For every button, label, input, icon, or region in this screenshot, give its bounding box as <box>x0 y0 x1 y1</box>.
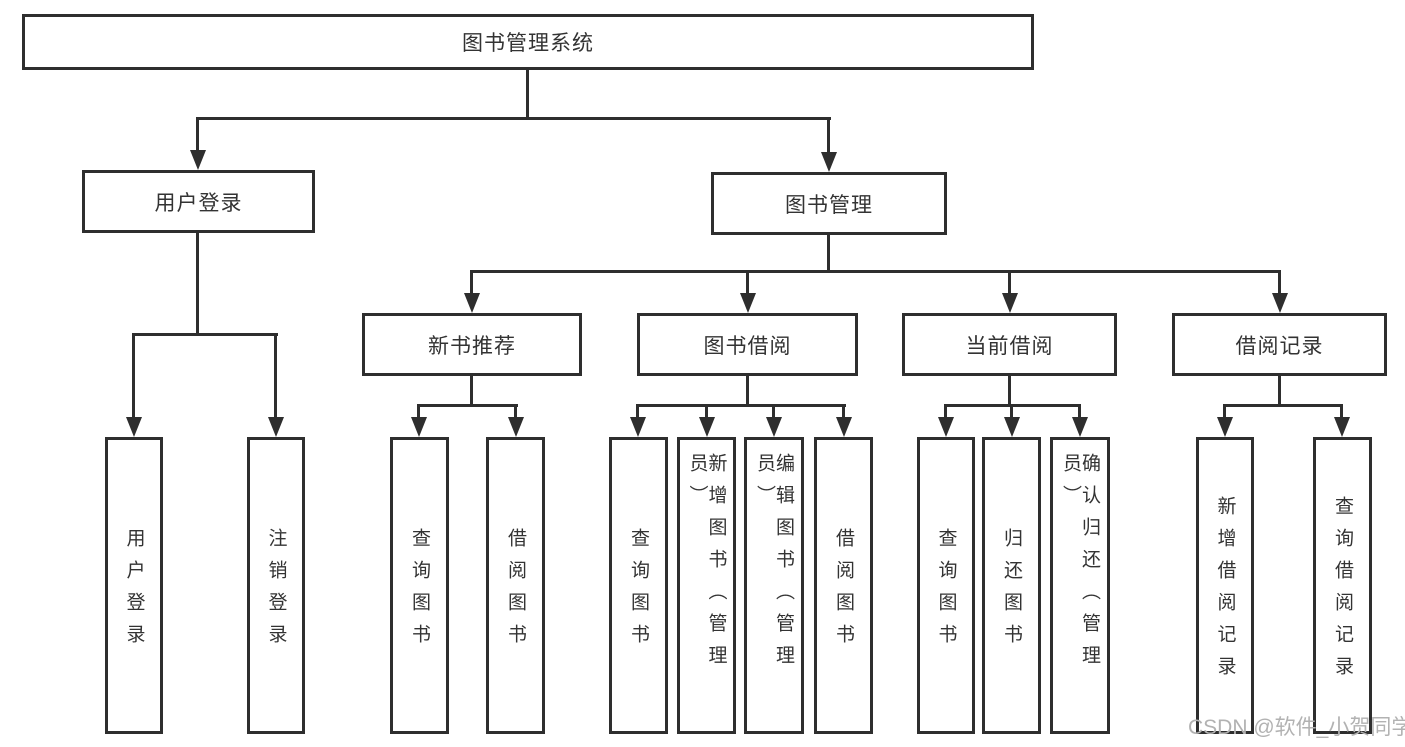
leaf-br-add-record: 新增借阅记录 <box>1196 437 1254 734</box>
arrowhead-br-query <box>1334 417 1350 437</box>
arrowhead-leaf-logout <box>268 417 284 437</box>
connector-bb-drop-1 <box>636 404 639 419</box>
node-label: 图书管理 <box>785 193 873 217</box>
leaf-user-login: 用户登录 <box>105 437 163 734</box>
node-current-borrow: 当前借阅 <box>902 313 1117 376</box>
arrowhead-bb-add <box>699 417 715 437</box>
connector-mgmt-drop-4 <box>1278 270 1281 295</box>
node-book-borrow: 图书借阅 <box>637 313 858 376</box>
arrowhead-book-borrow <box>740 293 756 313</box>
connector-br-drop-2 <box>1340 404 1343 419</box>
leaf-label: 用户登录 <box>123 528 145 656</box>
connector-cb-stem <box>1008 376 1011 406</box>
leaf-bb-borrow-books: 借阅图书 <box>814 437 873 734</box>
csdn-watermark: CSDN @软件_小贺同学 <box>1188 716 1405 739</box>
leaf-label: 编辑图书（管理员） <box>754 453 794 677</box>
connector-root-drop-left <box>196 117 199 153</box>
arrowhead-user-login <box>190 150 206 170</box>
arrowhead-cb-confirm <box>1072 417 1088 437</box>
connector-rec-stem <box>470 376 473 406</box>
arrowhead-rec-borrow <box>508 417 524 437</box>
connector-bb-stem <box>746 376 749 406</box>
connector-mgmt-bar <box>470 270 1281 273</box>
connector-bb-drop-2 <box>705 404 708 419</box>
connector-login-bar <box>132 333 278 336</box>
connector-login-drop-2 <box>274 333 277 419</box>
node-borrow-records: 借阅记录 <box>1172 313 1387 376</box>
leaf-cb-confirm-return-admin: 确认归还（管理员） <box>1050 437 1110 734</box>
connector-rec-bar <box>417 404 518 407</box>
node-label: 图书管理系统 <box>462 32 594 55</box>
leaf-cb-return-books: 归还图书 <box>982 437 1041 734</box>
node-label: 当前借阅 <box>965 334 1054 358</box>
arrowhead-borrow-records <box>1272 293 1288 313</box>
arrowhead-cb-query <box>938 417 954 437</box>
connector-rec-drop-1 <box>417 404 420 419</box>
arrowhead-leaf-user-login <box>126 417 142 437</box>
node-label: 图书借阅 <box>703 334 792 358</box>
arrowhead-current-borrow <box>1002 293 1018 313</box>
leaf-label: 新增借阅记录 <box>1214 496 1236 688</box>
node-label: 新书推荐 <box>428 334 516 358</box>
connector-mgmt-drop-1 <box>470 270 473 295</box>
connector-login-stem <box>196 233 199 335</box>
leaf-bb-add-books-admin: 新增图书（管理员） <box>677 437 736 734</box>
arrowhead-bb-borrow <box>836 417 852 437</box>
arrowhead-new-book-rec <box>464 293 480 313</box>
leaf-label: 新增图书（管理员） <box>686 453 727 677</box>
leaf-label: 查询借阅记录 <box>1332 496 1353 688</box>
connector-br-bar <box>1223 404 1343 407</box>
leaf-label: 查询图书 <box>628 528 649 656</box>
connector-root-drop-right <box>827 117 830 155</box>
arrowhead-rec-query <box>411 417 427 437</box>
connector-cb-drop-1 <box>944 404 947 419</box>
connector-br-drop-1 <box>1223 404 1226 419</box>
node-user-login: 用户登录 <box>82 170 315 233</box>
leaf-label: 借阅图书 <box>505 528 526 656</box>
connector-root-stem <box>526 70 529 118</box>
leaf-label: 查询图书 <box>935 528 957 656</box>
node-library-system: 图书管理系统 <box>22 14 1034 70</box>
connector-root-bar <box>196 117 831 120</box>
leaf-label: 归还图书 <box>1001 528 1022 656</box>
arrowhead-bb-edit <box>766 417 782 437</box>
connector-br-stem <box>1278 376 1281 406</box>
node-new-book-rec: 新书推荐 <box>362 313 582 376</box>
leaf-label: 借阅图书 <box>833 528 854 656</box>
connector-cb-drop-3 <box>1078 404 1081 419</box>
leaf-label: 查询图书 <box>409 528 430 656</box>
leaf-bb-query-books: 查询图书 <box>609 437 668 734</box>
connector-bb-drop-3 <box>772 404 775 419</box>
leaf-br-query-record: 查询借阅记录 <box>1313 437 1372 734</box>
arrowhead-book-mgmt <box>821 152 837 172</box>
connector-mgmt-stem <box>827 235 830 272</box>
node-label: 借阅记录 <box>1235 334 1324 358</box>
leaf-logout: 注销登录 <box>247 437 305 734</box>
connector-bb-drop-4 <box>842 404 845 419</box>
node-book-mgmt: 图书管理 <box>711 172 947 235</box>
node-label: 用户登录 <box>154 191 243 215</box>
leaf-rec-borrow-books: 借阅图书 <box>486 437 545 734</box>
leaf-bb-edit-books-admin: 编辑图书（管理员） <box>744 437 804 734</box>
leaf-rec-query-books: 查询图书 <box>390 437 449 734</box>
connector-mgmt-drop-2 <box>746 270 749 295</box>
connector-rec-drop-2 <box>514 404 517 419</box>
arrowhead-cb-return <box>1004 417 1020 437</box>
arrowhead-bb-query <box>630 417 646 437</box>
connector-bb-bar <box>636 404 846 407</box>
connector-login-drop-1 <box>132 333 135 419</box>
leaf-cb-query-books: 查询图书 <box>917 437 975 734</box>
leaf-label: 确认归还（管理员） <box>1060 453 1100 677</box>
arrowhead-br-add <box>1217 417 1233 437</box>
leaf-label: 注销登录 <box>265 528 287 656</box>
connector-mgmt-drop-3 <box>1008 270 1011 295</box>
connector-cb-drop-2 <box>1010 404 1013 419</box>
